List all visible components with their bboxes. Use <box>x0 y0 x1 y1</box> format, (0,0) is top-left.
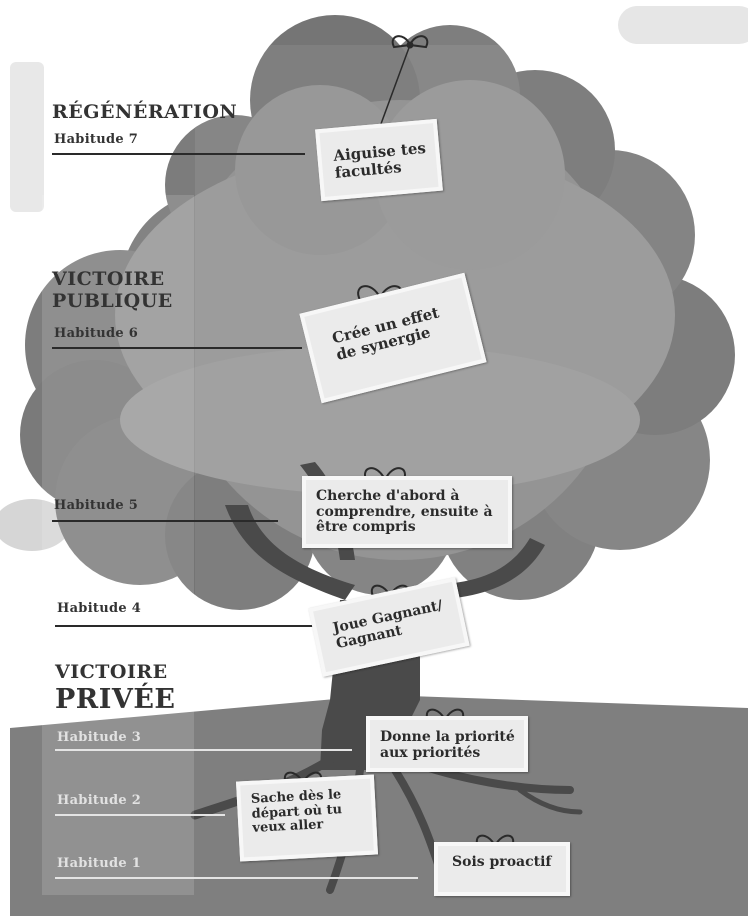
card-string <box>377 44 411 133</box>
habit-label-3: Habitude 3 <box>57 730 142 745</box>
section-regeneration: RÉGÉNÉRATION <box>52 101 238 123</box>
card-habit-5: Cherche d'abord à comprendre, ensuite à … <box>302 476 512 548</box>
card-habit-1: Sois proactif <box>434 842 570 896</box>
left-column-overlay <box>42 195 194 895</box>
branch-left <box>225 505 355 600</box>
section-public-line2: PUBLIQUE <box>52 290 173 312</box>
habit-label-5: Habitude 5 <box>54 498 139 513</box>
cloud-left <box>10 62 44 212</box>
habit-label-4: Habitude 4 <box>57 601 142 616</box>
cloud-small-left <box>0 499 70 551</box>
card-habit-3: Donne la priorité aux priorités <box>366 716 528 772</box>
section-private-line2: PRIVÉE <box>55 684 176 715</box>
habit-label-7: Habitude 7 <box>54 132 139 147</box>
habit-label-6: Habitude 6 <box>54 326 139 341</box>
cloud-right <box>618 6 748 44</box>
habit-label-2: Habitude 2 <box>57 793 142 808</box>
section-private-line1: VICTOIRE <box>55 661 168 683</box>
card-habit-7: Aiguise tes facultés <box>315 118 443 202</box>
section-public-line1: VICTOIRE <box>52 268 165 290</box>
habit-label-1: Habitude 1 <box>57 856 142 871</box>
card-habit-2: Sache dès le départ où tu veux aller <box>236 774 378 862</box>
